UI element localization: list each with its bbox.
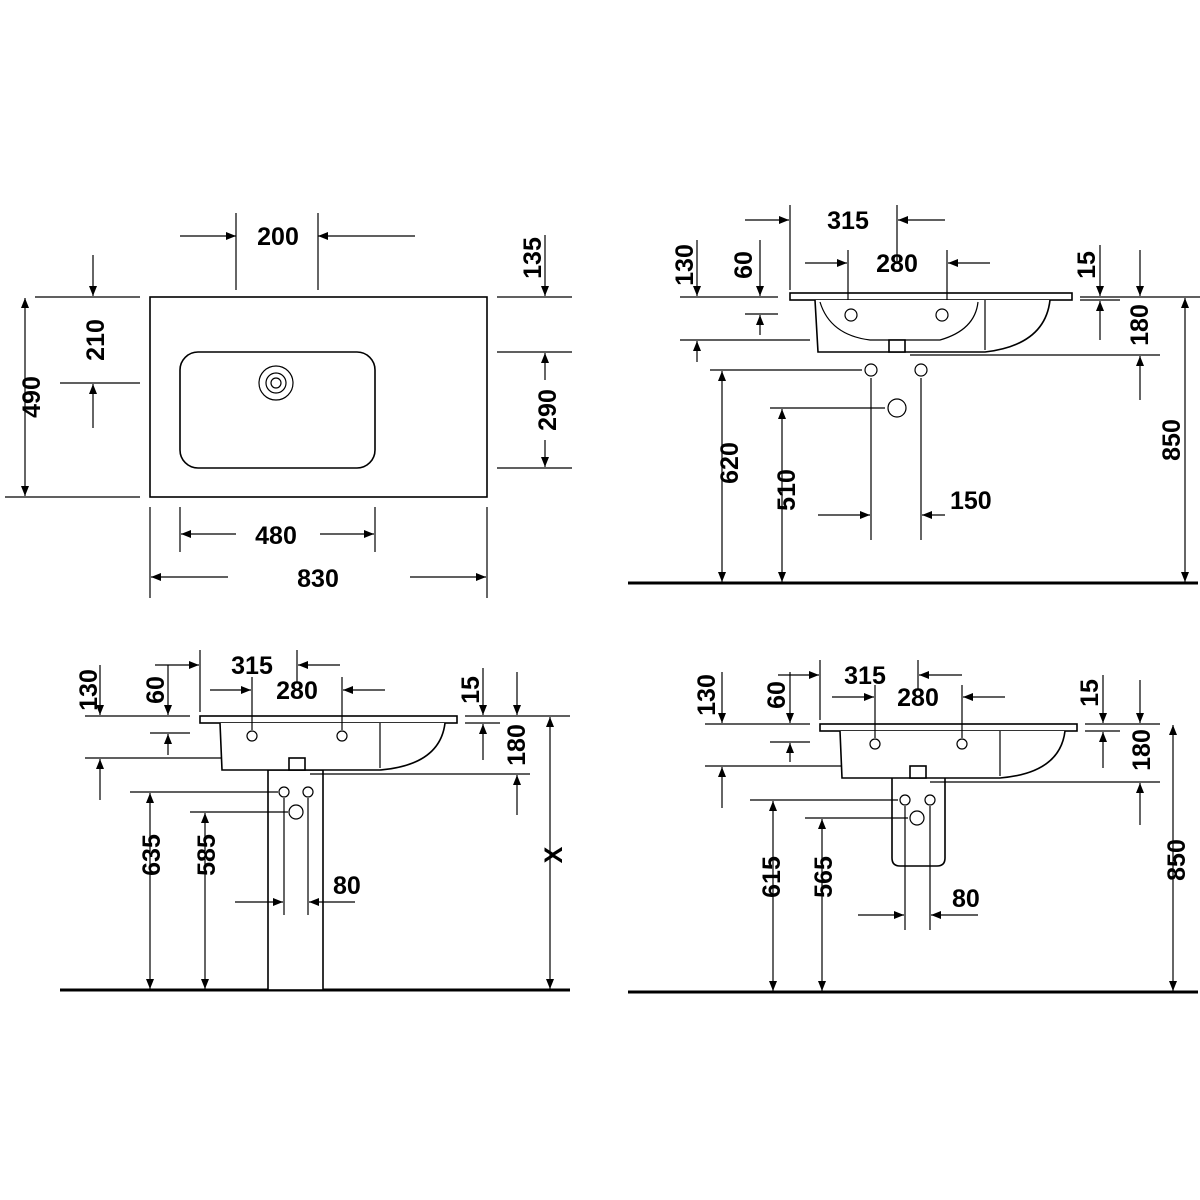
dim-60: 60: [142, 676, 170, 704]
pedestal: [267, 769, 324, 991]
dim-150: 150: [950, 487, 992, 515]
dim-315: 315: [827, 207, 869, 235]
dim-180: 180: [1126, 304, 1154, 346]
dim-130: 130: [693, 674, 721, 716]
dim-15: 15: [1073, 251, 1101, 279]
dim-585: 585: [193, 834, 221, 876]
dim-290: 290: [534, 389, 562, 431]
dim-80: 80: [952, 885, 980, 913]
dim-280: 280: [897, 684, 939, 712]
dim-615: 615: [758, 856, 786, 898]
drain-connection-icon: [887, 398, 907, 418]
dim-130: 130: [671, 244, 699, 286]
dim-60: 60: [730, 251, 758, 279]
dim-x-height: X: [540, 846, 568, 863]
plan-view: 200 135 210 490 290 480 830: [5, 213, 572, 598]
dim-620: 620: [716, 442, 744, 484]
dim-315: 315: [231, 652, 273, 680]
dim-200: 200: [257, 223, 299, 251]
dim-565: 565: [810, 856, 838, 898]
dim-15: 15: [457, 676, 485, 704]
drain-icon: [258, 365, 294, 401]
water-connection-icon: [864, 363, 878, 377]
dim-60: 60: [763, 681, 791, 709]
dim-510: 510: [773, 469, 801, 511]
dim-635: 635: [138, 834, 166, 876]
dim-280: 280: [876, 250, 918, 278]
dim-850: 850: [1163, 839, 1191, 881]
dim-180: 180: [1128, 729, 1156, 771]
semi-pedestal-elevation: 315 280 130 60 15 180 850 615 565 80: [628, 660, 1198, 994]
bowl-section: [814, 299, 1051, 353]
dim-280: 280: [276, 677, 318, 705]
dim-80: 80: [333, 872, 361, 900]
dim-315: 315: [844, 662, 886, 690]
dim-130: 130: [75, 669, 103, 711]
wall-mounted-elevation: 315 280 130 60 15 180 850 620 510: [628, 205, 1200, 585]
dim-180: 180: [503, 724, 531, 766]
dim-210: 210: [82, 319, 110, 361]
pedestal-elevation: 315 280 130 60 15 180 X 635 585 80: [60, 650, 570, 992]
water-connection-icon: [914, 363, 928, 377]
dim-850: 850: [1158, 419, 1186, 461]
dim-480: 480: [255, 522, 297, 550]
dim-830: 830: [297, 565, 339, 593]
bowl-outline: [179, 351, 376, 469]
semi-pedestal: [891, 776, 946, 867]
dim-135: 135: [519, 237, 547, 279]
dim-490: 490: [18, 376, 46, 418]
dim-15: 15: [1076, 679, 1104, 707]
